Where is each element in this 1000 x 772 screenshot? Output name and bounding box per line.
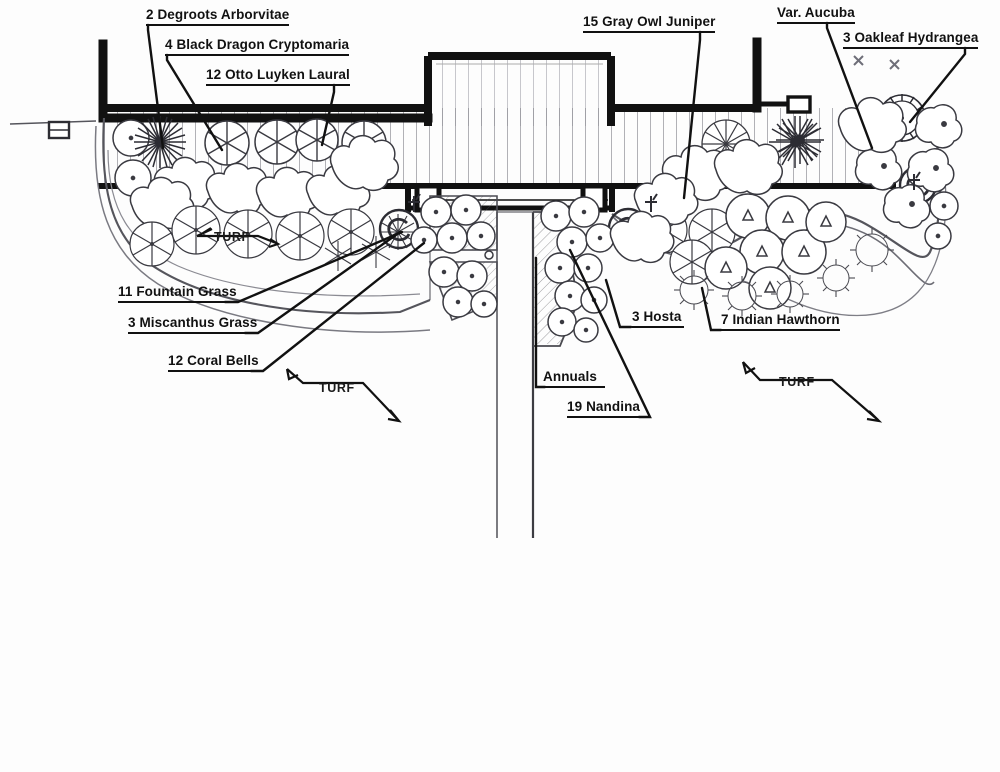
turf-arrow-layer xyxy=(196,227,883,423)
callout-var-aucuba: Var. Aucuba xyxy=(777,5,855,25)
plant-symbol-indian-hawthorn xyxy=(704,193,847,310)
turf-arrow-left-b xyxy=(197,234,277,245)
callout-indian-hawthorn: 7 Indian Hawthorn xyxy=(721,312,840,332)
turf-arrowhead-right-a xyxy=(741,361,756,375)
turf-label-left-upper: TURF xyxy=(214,230,250,244)
turf-arrowhead-mid-b xyxy=(387,409,402,423)
callout-oakleaf-hydrangea: 3 Oakleaf Hydrangea xyxy=(843,30,979,50)
leader-laural xyxy=(320,83,336,147)
callout-otto-luyken-laural: 12 Otto Luyken Laural xyxy=(206,67,350,87)
leader-juniper xyxy=(682,30,702,200)
callout-degroots-arborvitae: 2 Degroots Arborvitae xyxy=(146,7,290,27)
plant-symbol-groundcover xyxy=(674,228,894,316)
leader-degroots xyxy=(146,23,165,150)
leader-nandina xyxy=(568,248,652,419)
callout-fountain-grass: 11 Fountain Grass xyxy=(118,284,237,304)
callout-nandina: 19 Nandina xyxy=(567,399,641,419)
turf-label-right: TURF xyxy=(779,375,815,389)
leader-hosta xyxy=(604,278,633,329)
leader-aucuba xyxy=(825,21,874,150)
turf-arrowhead-mid-a xyxy=(285,368,299,381)
plant-symbol-layer xyxy=(112,55,963,343)
plant-symbol-cryptomaria xyxy=(204,118,387,166)
callout-black-dragon-cryptomaria: 4 Black Dragon Cryptomaria xyxy=(165,37,350,57)
leader-annuals xyxy=(534,256,547,389)
plant-symbol-perennial xyxy=(408,171,921,212)
turf-arrowhead-left xyxy=(268,238,281,249)
leader-hawthorn xyxy=(700,286,723,332)
turf-arrowhead-right-b xyxy=(866,410,883,423)
callout-hosta: 3 Hosta xyxy=(632,309,684,329)
plant-symbol-aucuba xyxy=(854,104,963,250)
survey-mark xyxy=(853,55,900,70)
leader-hydrangea xyxy=(908,46,967,124)
callout-miscanthus-grass: 3 Miscanthus Grass xyxy=(128,315,258,335)
callout-coral-bells: 12 Coral Bells xyxy=(168,353,259,373)
plant-symbol-nandina xyxy=(540,196,615,343)
plant-symbol-coral-bells xyxy=(410,194,498,318)
turf-label-left-lower: TURF xyxy=(319,381,355,395)
callout-gray-owl-juniper: 15 Gray Owl Juniper xyxy=(583,14,716,34)
plant-symbol-radial xyxy=(129,205,375,267)
turf-arrow-left-a xyxy=(196,227,213,237)
callout-annuals: Annuals xyxy=(543,369,605,389)
leader-cryptomaria xyxy=(165,53,224,152)
turf-arrow-right xyxy=(742,361,879,421)
